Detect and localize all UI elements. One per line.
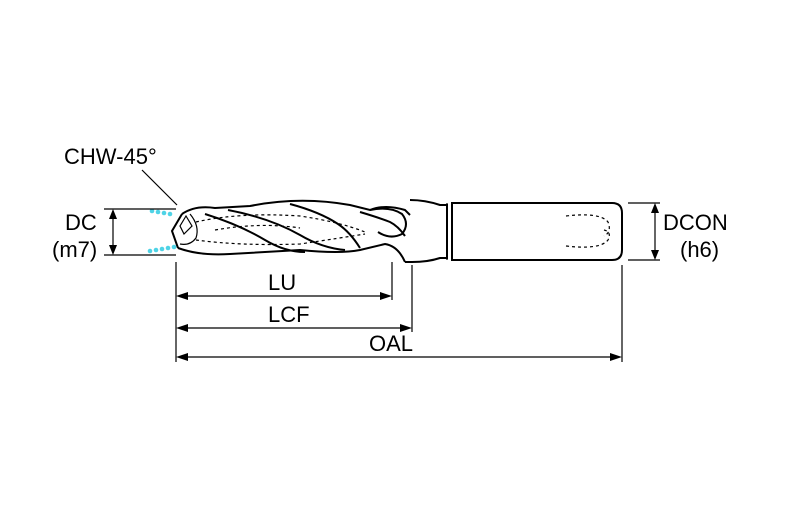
coolant-dot <box>155 209 161 215</box>
flute-relief <box>369 207 407 238</box>
lu-dimension <box>176 292 392 300</box>
drill-tip <box>170 213 183 249</box>
coolant-channel-1 <box>195 214 366 233</box>
flute-edge-4 <box>359 211 406 237</box>
dcon-tolerance: (h6) <box>680 237 719 262</box>
dc-label: DC <box>65 210 97 235</box>
drill-point-edge <box>179 213 198 245</box>
coolant-channel-3 <box>214 224 301 231</box>
coolant-dot <box>165 245 171 251</box>
drill-body-lower <box>177 242 406 263</box>
shank-channel-2 <box>565 229 610 248</box>
lcf-dimension <box>176 324 412 332</box>
coolant-dot <box>153 247 159 253</box>
chw-leader <box>141 169 178 206</box>
coolant-channel-2 <box>195 233 366 246</box>
coolant-outlet-dots <box>147 208 177 254</box>
drill-tip-inner <box>179 214 193 236</box>
drill-body-outline <box>181 199 411 216</box>
lu-label: LU <box>268 270 296 295</box>
dcon-dimension <box>628 202 660 261</box>
dc-dimension <box>104 208 176 256</box>
drill-shank <box>451 202 623 261</box>
oal-label: OAL <box>369 331 413 356</box>
coolant-dot <box>149 208 155 214</box>
flute-edge-3 <box>289 203 361 249</box>
lcf-label: LCF <box>268 302 310 327</box>
shank-channel-1 <box>565 214 610 237</box>
coolant-dot <box>147 248 153 254</box>
dcon-label: DCON <box>663 210 728 235</box>
flute-edge-1 <box>204 213 306 253</box>
coolant-dot <box>161 210 167 216</box>
coolant-dot <box>159 246 165 252</box>
oal-dimension <box>176 353 622 361</box>
chw-label: CHW-45° <box>64 144 157 169</box>
drill-neck <box>405 199 448 263</box>
dc-tolerance: (m7) <box>52 237 97 262</box>
coolant-dot <box>171 244 177 250</box>
coolant-dot <box>167 211 173 217</box>
drill-tool <box>170 199 623 263</box>
